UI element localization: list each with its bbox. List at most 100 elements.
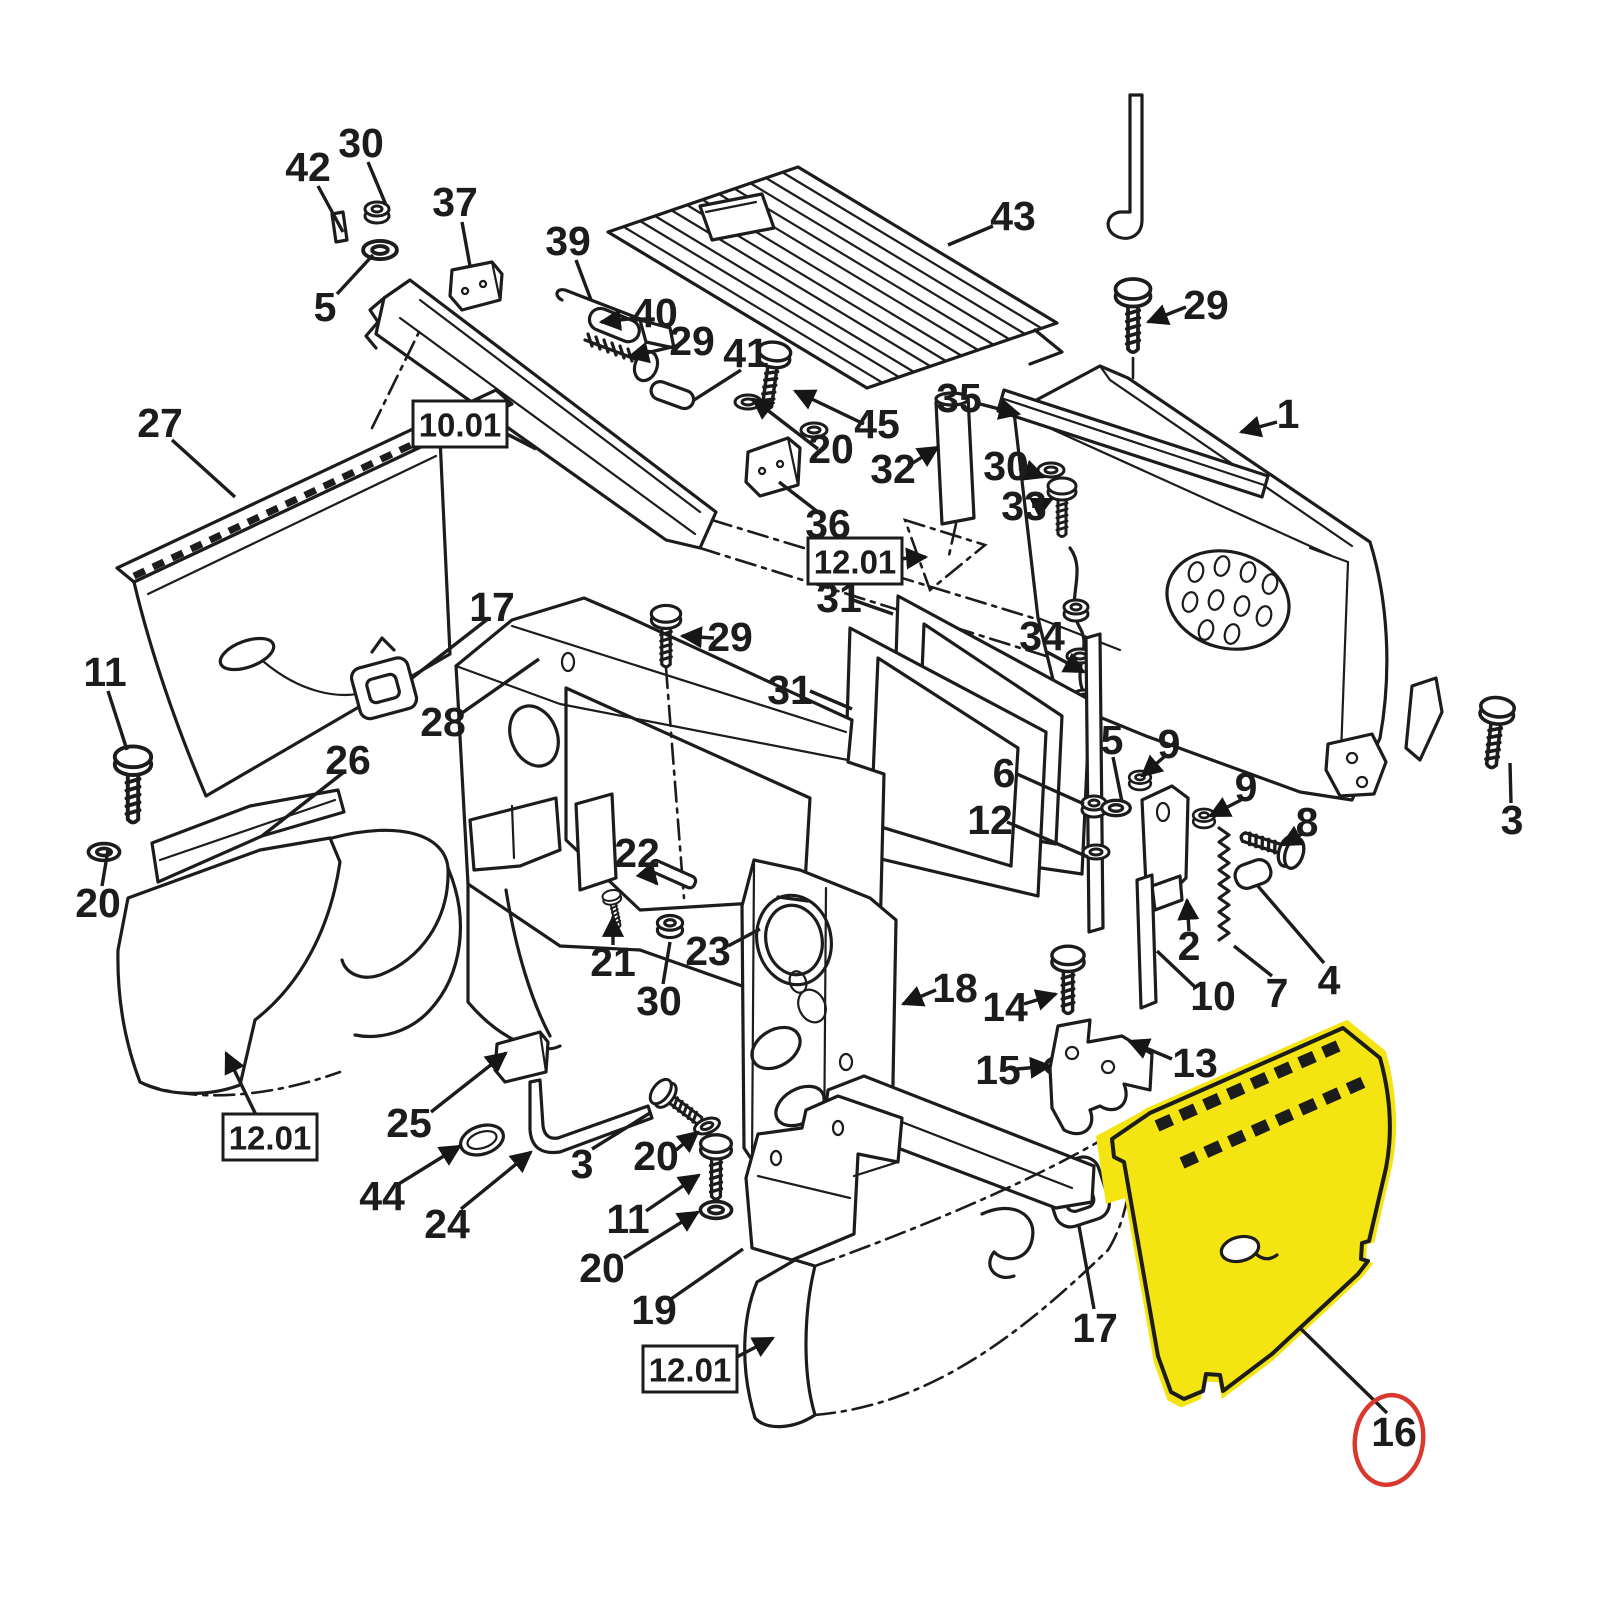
callout-7: 7 (1266, 970, 1289, 1016)
leader-line (852, 598, 894, 616)
part-26-bracket-and-left-fender (86, 744, 463, 1097)
ref-leader-line (732, 1336, 775, 1361)
reference-box (641, 1344, 739, 1394)
callout-42: 42 (285, 144, 331, 190)
reference-box-label: 12.01 (814, 544, 897, 581)
washer-5r (1100, 798, 1132, 818)
callout-29: 29 (669, 318, 715, 364)
strip-10 (1135, 873, 1158, 1010)
callout-14: 14 (982, 984, 1028, 1030)
callout-30: 30 (983, 443, 1029, 489)
leader-line (1208, 797, 1242, 818)
callout-29: 29 (707, 614, 753, 660)
callout-35: 35 (936, 375, 982, 421)
hardware-bottom-left (459, 1030, 734, 1221)
reference-box-label: 12.01 (229, 1120, 312, 1157)
callout-16: 16 (1371, 1409, 1417, 1455)
leader-line (900, 986, 937, 1007)
leader-line (429, 1051, 508, 1114)
callout-17: 17 (1072, 1305, 1118, 1351)
leader-line (1145, 304, 1187, 325)
leader-line (574, 259, 593, 301)
reference-box (806, 536, 904, 586)
washer-5 (361, 238, 399, 262)
callout-40: 40 (632, 290, 678, 336)
leader-line (1255, 883, 1326, 965)
leader-line (947, 224, 994, 247)
leader-line (907, 445, 940, 468)
leader-line (366, 161, 388, 206)
leader-line (1023, 989, 1059, 1011)
leader-line (598, 308, 639, 331)
callout-44: 44 (359, 1173, 405, 1219)
callout-5: 5 (314, 284, 337, 330)
callout-30: 30 (338, 120, 384, 166)
leader-line (1155, 949, 1198, 990)
callout-1: 1 (1277, 391, 1300, 437)
coil-7 (1217, 826, 1231, 942)
bolt-11-center (698, 1133, 734, 1201)
leader-line (591, 1111, 651, 1151)
callout-3: 3 (1501, 797, 1524, 843)
callout-37: 37 (432, 179, 478, 225)
keyhole-16 (1219, 1234, 1261, 1264)
ref-leader-line (224, 1051, 259, 1118)
leader-line (335, 253, 375, 296)
hook-bracket (980, 1206, 1035, 1279)
leader-line (460, 221, 472, 267)
callout-21: 21 (590, 939, 636, 985)
j-rod (1106, 93, 1144, 240)
rod-24 (528, 1078, 654, 1155)
leader-line (1298, 1326, 1389, 1415)
bracket-right (1404, 676, 1444, 762)
callout-26: 26 (325, 737, 371, 783)
part-19-and-bottom-fender (743, 1074, 1132, 1429)
callout-15: 15 (975, 1047, 1021, 1093)
leader-line (809, 689, 853, 711)
nut-9b (1191, 807, 1217, 830)
leader-line (645, 1173, 701, 1213)
callout-11: 11 (83, 649, 126, 695)
leader-line (1018, 459, 1047, 481)
callout-5: 5 (1101, 717, 1124, 763)
panel-16-hatch-top (1154, 1036, 1350, 1132)
callout-45: 45 (854, 401, 900, 447)
strip-12 (1084, 632, 1105, 934)
callout-34: 34 (1019, 613, 1065, 659)
leader-line (100, 849, 110, 887)
callout-6: 6 (993, 750, 1016, 796)
bracket-12-01-target (902, 517, 988, 593)
leader-line (626, 341, 677, 364)
callout-41: 41 (723, 330, 769, 376)
callout-8: 8 (1296, 799, 1319, 845)
callout-27: 27 (137, 400, 183, 446)
callout-12: 12 (967, 797, 1013, 843)
callout-22: 22 (614, 830, 660, 876)
panel-1-foot (1324, 732, 1388, 798)
leader-line (316, 185, 345, 233)
leader-line (674, 1130, 700, 1154)
leader-line (1016, 772, 1085, 806)
leader-line (1232, 944, 1274, 978)
tab-28 (574, 792, 618, 892)
callout-30: 30 (636, 978, 682, 1024)
callout-24: 24 (424, 1201, 470, 1247)
reference-box-label: 12.01 (649, 1352, 732, 1389)
red-circle-marker (1352, 1392, 1426, 1488)
callout-20: 20 (633, 1133, 679, 1179)
arch-left (330, 828, 450, 979)
callout-2: 2 (1178, 923, 1201, 969)
callout-20: 20 (808, 426, 854, 472)
leader-line (623, 1210, 700, 1260)
latch-17-left (349, 656, 419, 721)
leader-line (751, 397, 820, 451)
leader-line (1046, 650, 1086, 674)
leader-line (1006, 820, 1089, 859)
leader-line (410, 616, 491, 680)
callout-13: 13 (1172, 1040, 1218, 1086)
bolt-29-top-right (1113, 277, 1153, 354)
callout-31: 31 (767, 667, 813, 713)
ring-clamp-23 (755, 893, 833, 987)
